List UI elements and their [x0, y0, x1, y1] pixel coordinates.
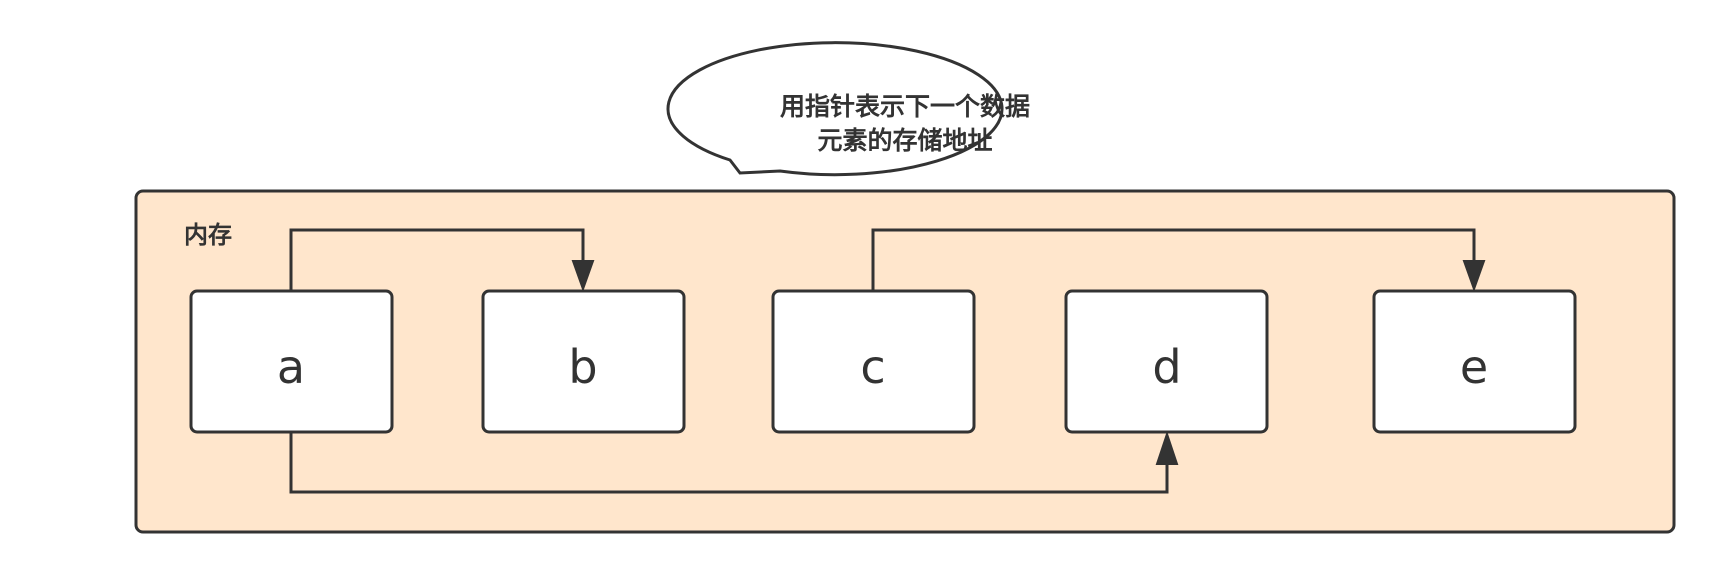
- node-d-box: [1064, 289, 1269, 434]
- node-c-box: [771, 289, 976, 434]
- callout-line-1: 用指针表示下一个数据: [780, 92, 1030, 121]
- edge-c-e: [871, 228, 1476, 290]
- node-e-box: [1372, 289, 1577, 434]
- arrowhead-d: [1155, 430, 1179, 465]
- node-b-box: [481, 289, 686, 434]
- node-b: b: [481, 289, 686, 434]
- node-a-label: a: [277, 340, 305, 394]
- node-c-label: c: [860, 340, 885, 394]
- node-a-box: [189, 289, 394, 434]
- edge-a-b: [289, 228, 585, 290]
- edge-a-d: [289, 432, 1169, 494]
- node-e-label: e: [1460, 340, 1488, 394]
- callout-line-2: 元素的存储地址: [817, 126, 992, 155]
- node-b-label: b: [568, 340, 597, 394]
- memory-label: 内存: [184, 221, 232, 249]
- node-c: c: [771, 289, 976, 434]
- node-d: d: [1064, 289, 1269, 434]
- callout-bubble: [666, 41, 1004, 177]
- arrowhead-b: [571, 260, 595, 292]
- node-a: a: [189, 289, 394, 434]
- node-e: e: [1372, 289, 1577, 434]
- arrowhead-e: [1462, 260, 1486, 292]
- node-d-label: d: [1152, 340, 1181, 394]
